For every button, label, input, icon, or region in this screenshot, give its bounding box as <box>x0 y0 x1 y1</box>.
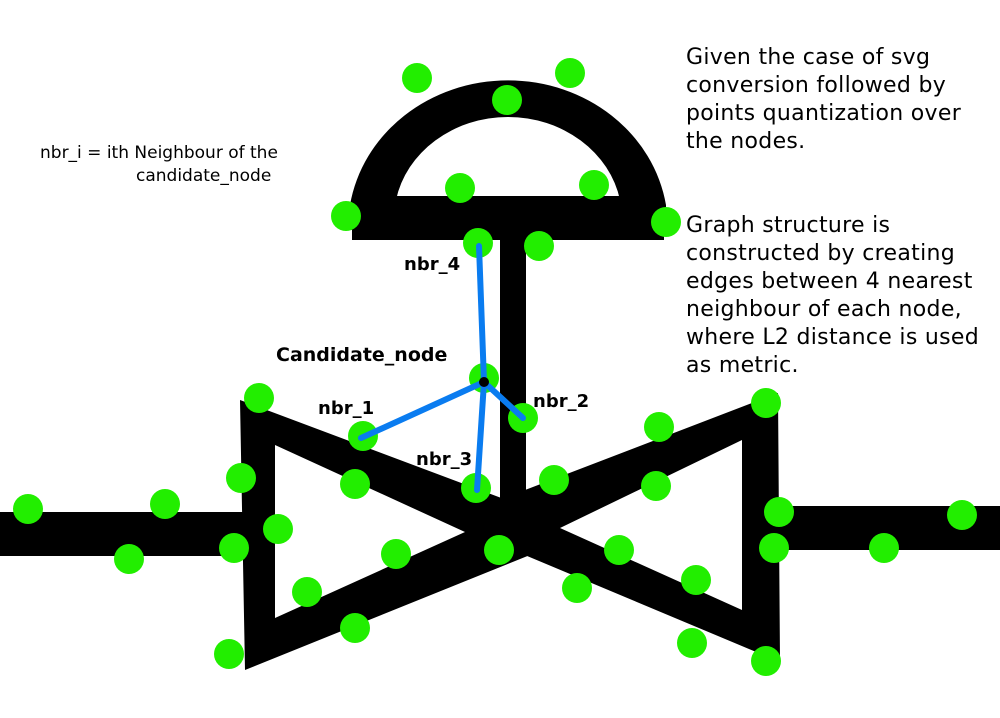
graph-node <box>677 628 707 658</box>
graph-node <box>340 613 370 643</box>
label-candidate-node: Candidate_node <box>276 344 447 366</box>
graph-node <box>150 489 180 519</box>
graph-node <box>114 544 144 574</box>
right-note-2: Graph structure is constructed by creati… <box>686 213 986 378</box>
candidate-node-marker <box>479 377 489 387</box>
graph-node <box>484 535 514 565</box>
graph-node <box>524 231 554 261</box>
graph-node <box>492 85 522 115</box>
graph-node-nbr-4 <box>463 228 493 258</box>
right-note-2-line: neighbour of each node, <box>686 297 962 322</box>
graph-node <box>219 533 249 563</box>
edge-candidate-nbr-2 <box>481 379 526 421</box>
graph-node <box>947 500 977 530</box>
graph-node <box>681 565 711 595</box>
graph-node <box>340 469 370 499</box>
graph-node <box>263 514 293 544</box>
actuator-dome <box>350 80 666 230</box>
right-note-2-line: Graph structure is <box>686 213 890 238</box>
legend-line-1: nbr_i = ith Neighbour of the <box>40 143 278 163</box>
graph-node <box>539 465 569 495</box>
label-nbr-3: nbr_3 <box>416 449 472 470</box>
graph-node <box>381 539 411 569</box>
label-nbr-4: nbr_4 <box>404 254 460 275</box>
graph-node <box>402 63 432 93</box>
graph-node <box>579 170 609 200</box>
right-note-1-line: conversion followed by <box>686 73 946 98</box>
valve-stem <box>500 230 526 505</box>
quantized-nodes <box>13 58 977 676</box>
graph-node <box>869 533 899 563</box>
label-nbr-2: nbr_2 <box>533 391 589 412</box>
graph-node <box>641 471 671 501</box>
right-note-2-line: edges between 4 nearest <box>686 269 973 294</box>
right-note-1-line: points quantization over <box>686 101 962 126</box>
label-nbr-1: nbr_1 <box>318 398 374 419</box>
graph-node <box>751 646 781 676</box>
graph-node <box>644 412 674 442</box>
graph-node <box>764 497 794 527</box>
right-valve-triangle <box>508 393 780 662</box>
right-note-1-line: the nodes. <box>686 129 805 154</box>
right-note-2-line: constructed by creating <box>686 241 955 266</box>
graph-node <box>651 207 681 237</box>
graph-node <box>244 383 274 413</box>
graph-node <box>604 535 634 565</box>
graph-node <box>292 577 322 607</box>
graph-node <box>226 463 256 493</box>
graph-node <box>13 494 43 524</box>
legend-line-2: candidate_node <box>136 166 271 186</box>
edge-candidate-nbr-1 <box>358 379 487 441</box>
graph-node <box>555 58 585 88</box>
graph-node <box>331 201 361 231</box>
graph-node <box>445 173 475 203</box>
right-note-2-line: where L2 distance is used <box>686 325 979 350</box>
edge-candidate-nbr-4 <box>476 243 487 385</box>
edge-candidate-nbr-3 <box>474 379 487 493</box>
graph-node <box>759 533 789 563</box>
right-note-2-line: as metric. <box>686 353 799 378</box>
graph-node <box>751 388 781 418</box>
neighbour-edges <box>358 243 526 493</box>
graph-node <box>562 573 592 603</box>
right-note-1: Given the case of svg conversion followe… <box>686 45 968 154</box>
graph-node <box>214 639 244 669</box>
right-note-1-line: Given the case of svg <box>686 45 930 70</box>
